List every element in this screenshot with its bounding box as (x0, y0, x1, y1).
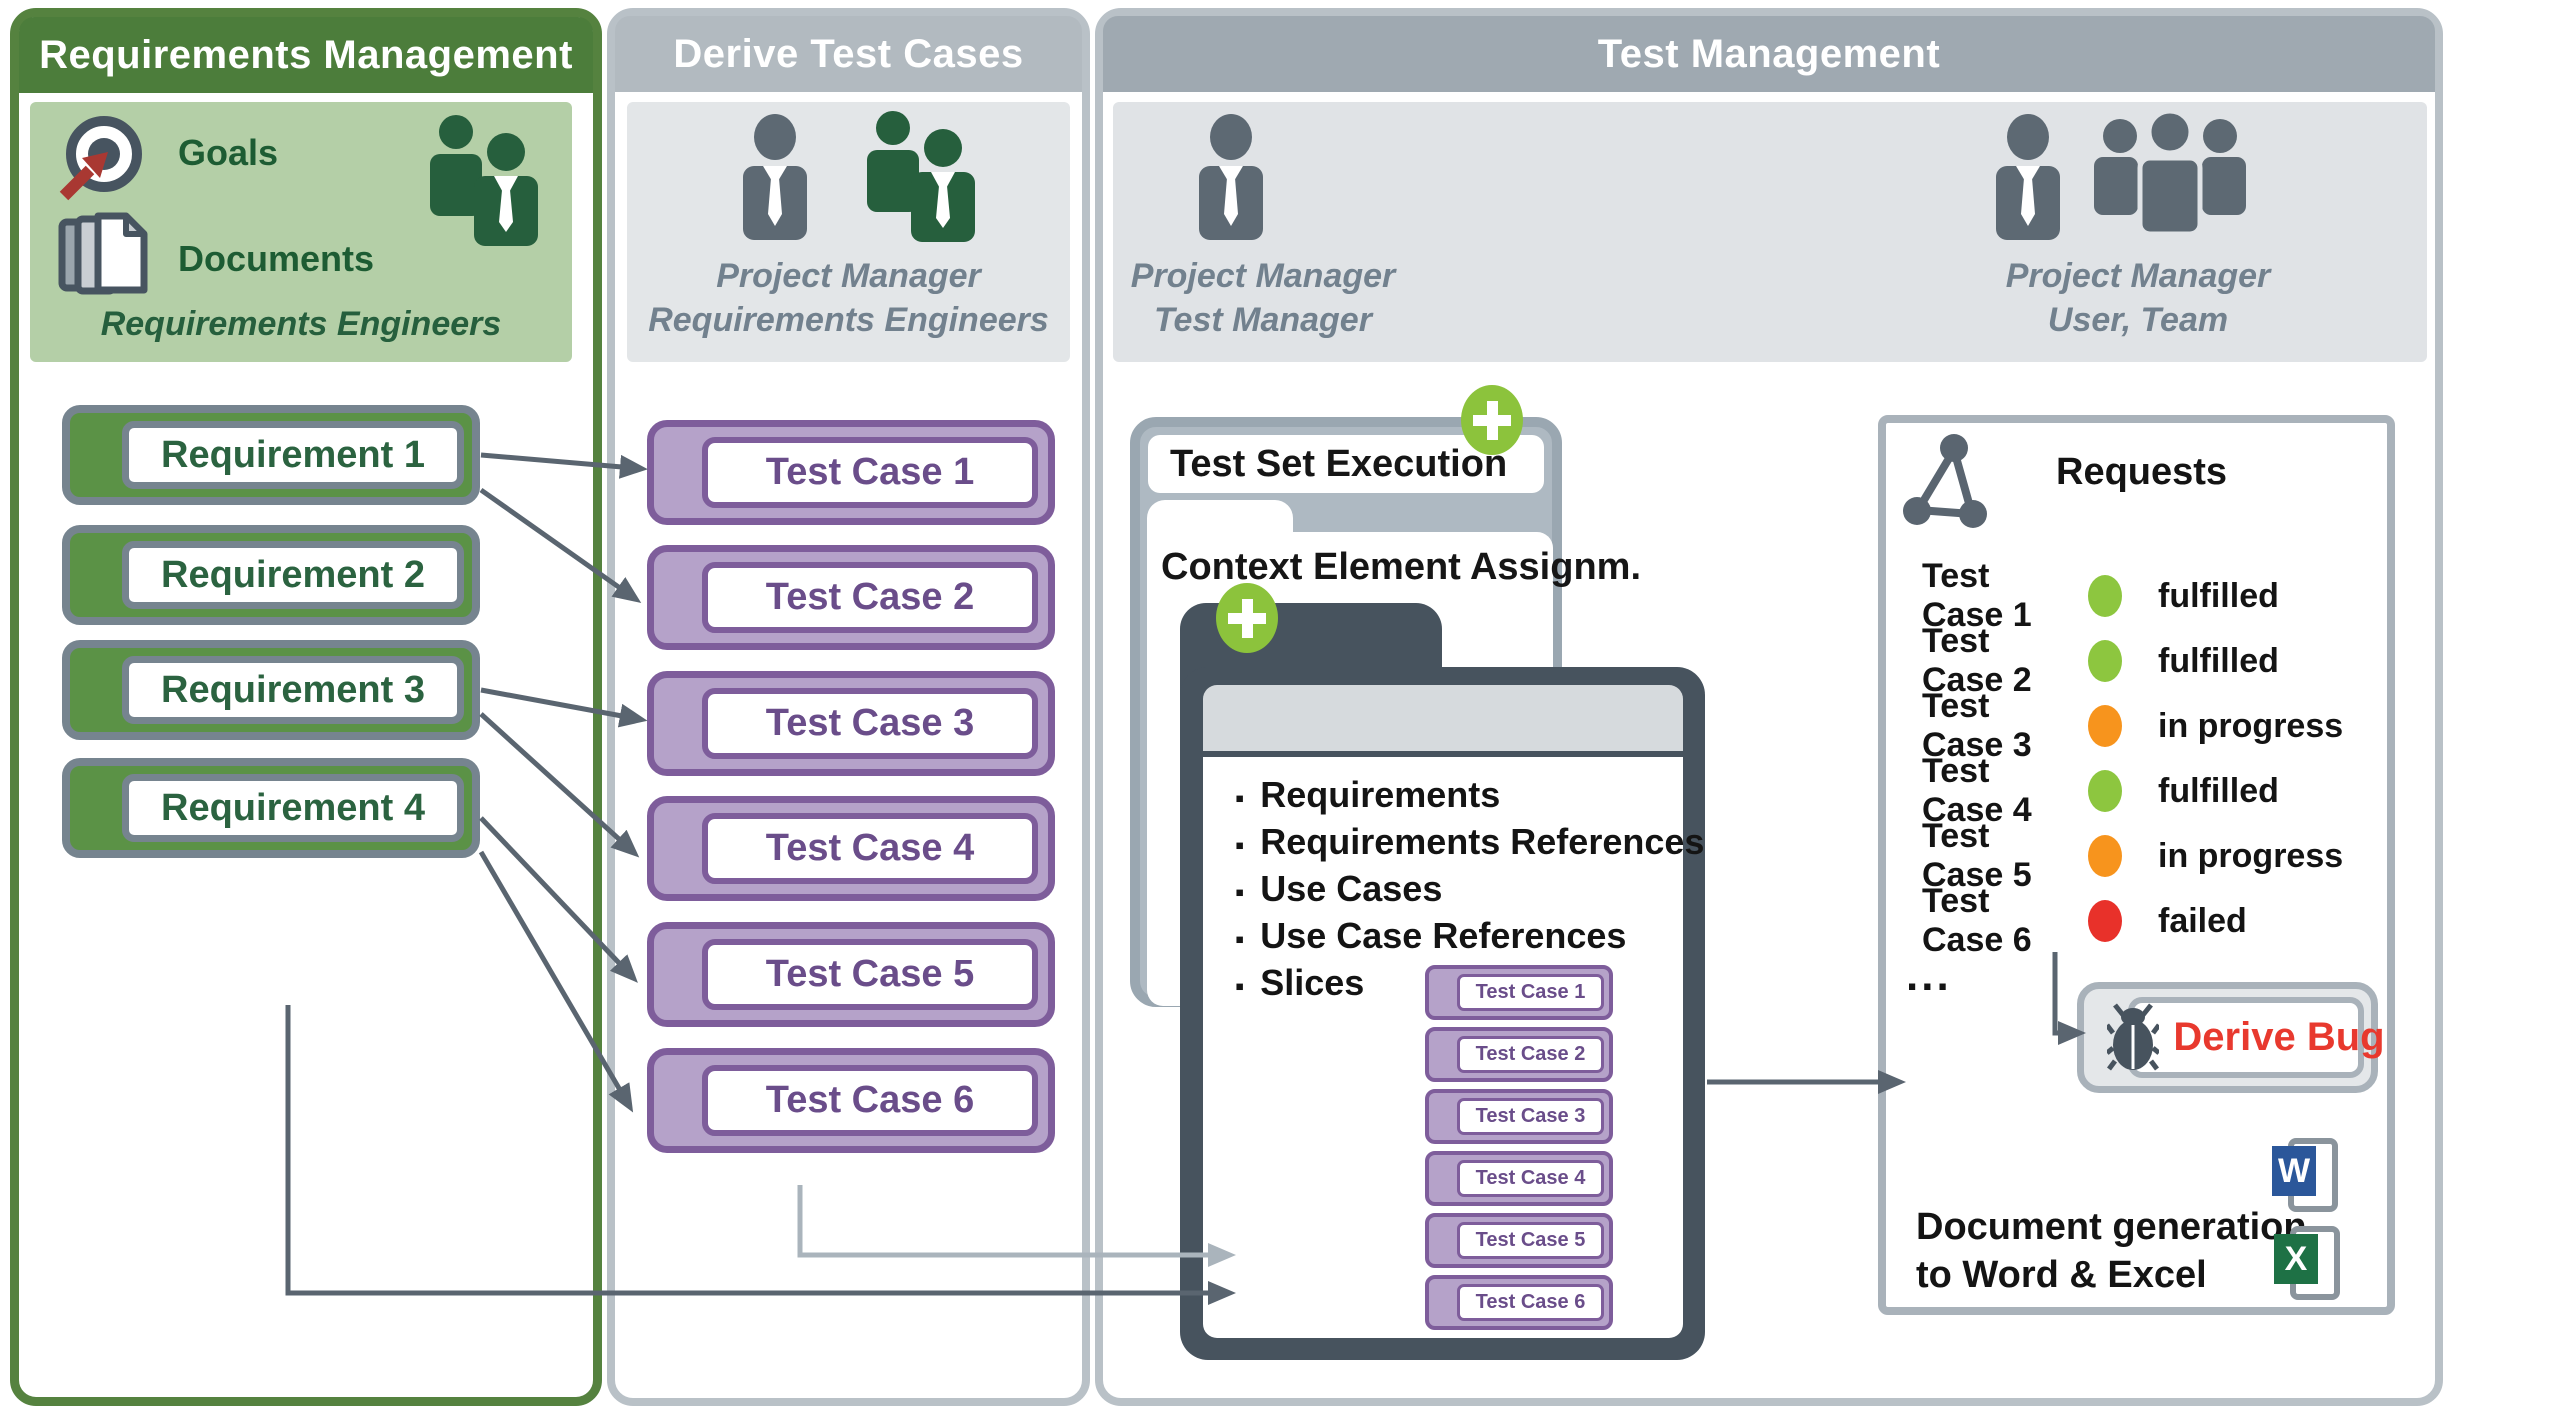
add-plus-icon (1216, 583, 1278, 653)
status-text: fulfilled (2158, 771, 2279, 810)
list-item: ▪Use Case References (1235, 914, 1679, 961)
list-item: ▪Use Cases (1235, 867, 1679, 914)
derive-bug-label: Derive Bug (2173, 1015, 2385, 1059)
status-text: in progress (2158, 706, 2344, 745)
more-rows-ellipsis: ... (1906, 951, 1952, 1000)
documents-icon (54, 210, 150, 302)
mini-test-case-box-3: Test Case 3 (1425, 1089, 1613, 1144)
goals-label: Goals (178, 132, 279, 173)
requirement-box-3: Requirement 3 (62, 640, 480, 740)
derive-roles-box: Project Manager Requirements Engineers (627, 102, 1070, 362)
status-text: fulfilled (2158, 576, 2279, 615)
requirements-info-box: Goals Documents (30, 102, 572, 362)
requirement-box-2: Requirement 2 (62, 525, 480, 625)
requirements-engineers-label: Requirements Engineers (100, 305, 502, 343)
bullet-icon: ▪ (1235, 971, 1245, 1001)
panel-title: Test Management (1597, 31, 1941, 76)
requests-network-icon (1902, 432, 1998, 532)
status-dot (2088, 900, 2122, 942)
panel-test-management: Test Management Project Manager Test Man… (1095, 8, 2443, 1406)
request-row-4: Test Case 4 fulfilled (1922, 752, 2279, 829)
excel-document-icon: X (2274, 1220, 2346, 1306)
requests-box: Requests Test Case 1 fulfilled Test Case… (1878, 415, 2395, 1315)
request-row-1: Test Case 1 fulfilled (1922, 557, 2279, 634)
mini-test-case-box-1: Test Case 1 (1425, 965, 1613, 1020)
document-generation-label: Document generation to Word & Excel (1916, 1206, 2307, 1296)
user-team-icon (2090, 110, 2250, 240)
bullet-icon: ▪ (1235, 783, 1245, 813)
test-case-label: Test Case 3 (702, 688, 1038, 759)
status-dot (2088, 640, 2122, 682)
list-item: ▪Requirements References (1235, 820, 1704, 867)
status-text: in progress (2158, 836, 2344, 875)
window-title: Context Element Assignm. (1161, 546, 1642, 588)
context-elements-list: ▪Requirements ▪Requirements References ▪… (1235, 773, 1704, 1008)
test-case-label: Test Case 6 (702, 1065, 1038, 1136)
test-case-box-6: Test Case 6 (647, 1048, 1055, 1153)
mini-test-case-box-2: Test Case 2 (1425, 1027, 1613, 1082)
project-manager-icon (1992, 114, 2064, 240)
panel-header-test-management: Test Management (1103, 16, 2435, 92)
test-case-label: Test Case 5 (702, 939, 1038, 1010)
test-roles-left-label: Project Manager Test Manager (1130, 257, 1396, 339)
bug-icon (2107, 1002, 2160, 1073)
panel-requirements-management: Requirements Management Goals (10, 8, 602, 1406)
test-case-box-4: Test Case 4 (647, 796, 1055, 901)
panel-derive-test-cases: Derive Test Cases (607, 8, 1090, 1406)
requirement-label: Requirement 2 (122, 541, 464, 609)
test-roles-right-label: Project Manager User, Team (2005, 257, 2271, 339)
bullet-icon: ▪ (1235, 924, 1245, 954)
list-item: ▪Requirements (1235, 773, 1679, 820)
status-dot (2088, 575, 2122, 617)
requests-title: Requests (2056, 451, 2228, 493)
status-dot (2088, 835, 2122, 877)
panel-title: Requirements Management (39, 32, 573, 77)
requirement-box-1: Requirement 1 (62, 405, 480, 505)
panel-title: Derive Test Cases (673, 31, 1024, 76)
status-dot (2088, 770, 2122, 812)
bullet-icon: ▪ (1235, 830, 1245, 860)
dark-window-toolbar (1203, 685, 1683, 751)
panel-header-requirements-management: Requirements Management (19, 17, 593, 93)
add-plus-icon (1461, 385, 1523, 455)
mini-test-case-box-6: Test Case 6 (1425, 1275, 1613, 1330)
requirement-label: Requirement 4 (122, 774, 464, 842)
list-item: ▪Slices (1235, 961, 1679, 1008)
status-text: fulfilled (2158, 641, 2279, 680)
requirement-label: Requirement 1 (122, 421, 464, 489)
requirements-engineers-icon (422, 114, 544, 246)
goals-target-icon (52, 112, 148, 208)
request-row-2: Test Case 2 fulfilled (1922, 622, 2279, 699)
derive-bug-button: Derive Bug (2077, 982, 2385, 1093)
request-row-6: Test Case 6 failed (1922, 882, 2247, 959)
test-case-box-1: Test Case 1 (647, 420, 1055, 525)
mini-test-case-box-4: Test Case 4 (1425, 1151, 1613, 1206)
test-case-label: Test Case 2 (702, 562, 1038, 633)
panel-header-derive-test-cases: Derive Test Cases (615, 16, 1082, 92)
status-dot (2088, 705, 2122, 747)
request-row-3: Test Case 3 in progress (1922, 687, 2344, 764)
project-manager-icon (1195, 114, 1267, 240)
status-text: failed (2158, 901, 2247, 940)
requirement-box-4: Requirement 4 (62, 758, 480, 858)
test-case-box-3: Test Case 3 (647, 671, 1055, 776)
test-case-label: Test Case 4 (702, 813, 1038, 884)
test-case-box-2: Test Case 2 (647, 545, 1055, 650)
dark-window-content: ▪Requirements ▪Requirements References ▪… (1203, 757, 1704, 1338)
word-document-icon: W (2272, 1132, 2344, 1218)
test-case-label: Test Case 1 (702, 437, 1038, 508)
requirement-label: Requirement 3 (122, 656, 464, 724)
requirements-engineers-icon (859, 110, 981, 242)
bullet-icon: ▪ (1235, 877, 1245, 907)
derive-roles-label: Project Manager Requirements Engineers (648, 257, 1049, 339)
documents-label: Documents (178, 238, 375, 279)
dark-context-window: ▪Requirements ▪Requirements References ▪… (1180, 667, 1705, 1360)
test-roles-box: Project Manager Test Manager (1113, 102, 2427, 362)
request-row-5: Test Case 5 in progress (1922, 817, 2344, 894)
project-manager-icon (739, 114, 811, 240)
mini-test-case-box-5: Test Case 5 (1425, 1213, 1613, 1268)
test-case-box-5: Test Case 5 (647, 922, 1055, 1027)
